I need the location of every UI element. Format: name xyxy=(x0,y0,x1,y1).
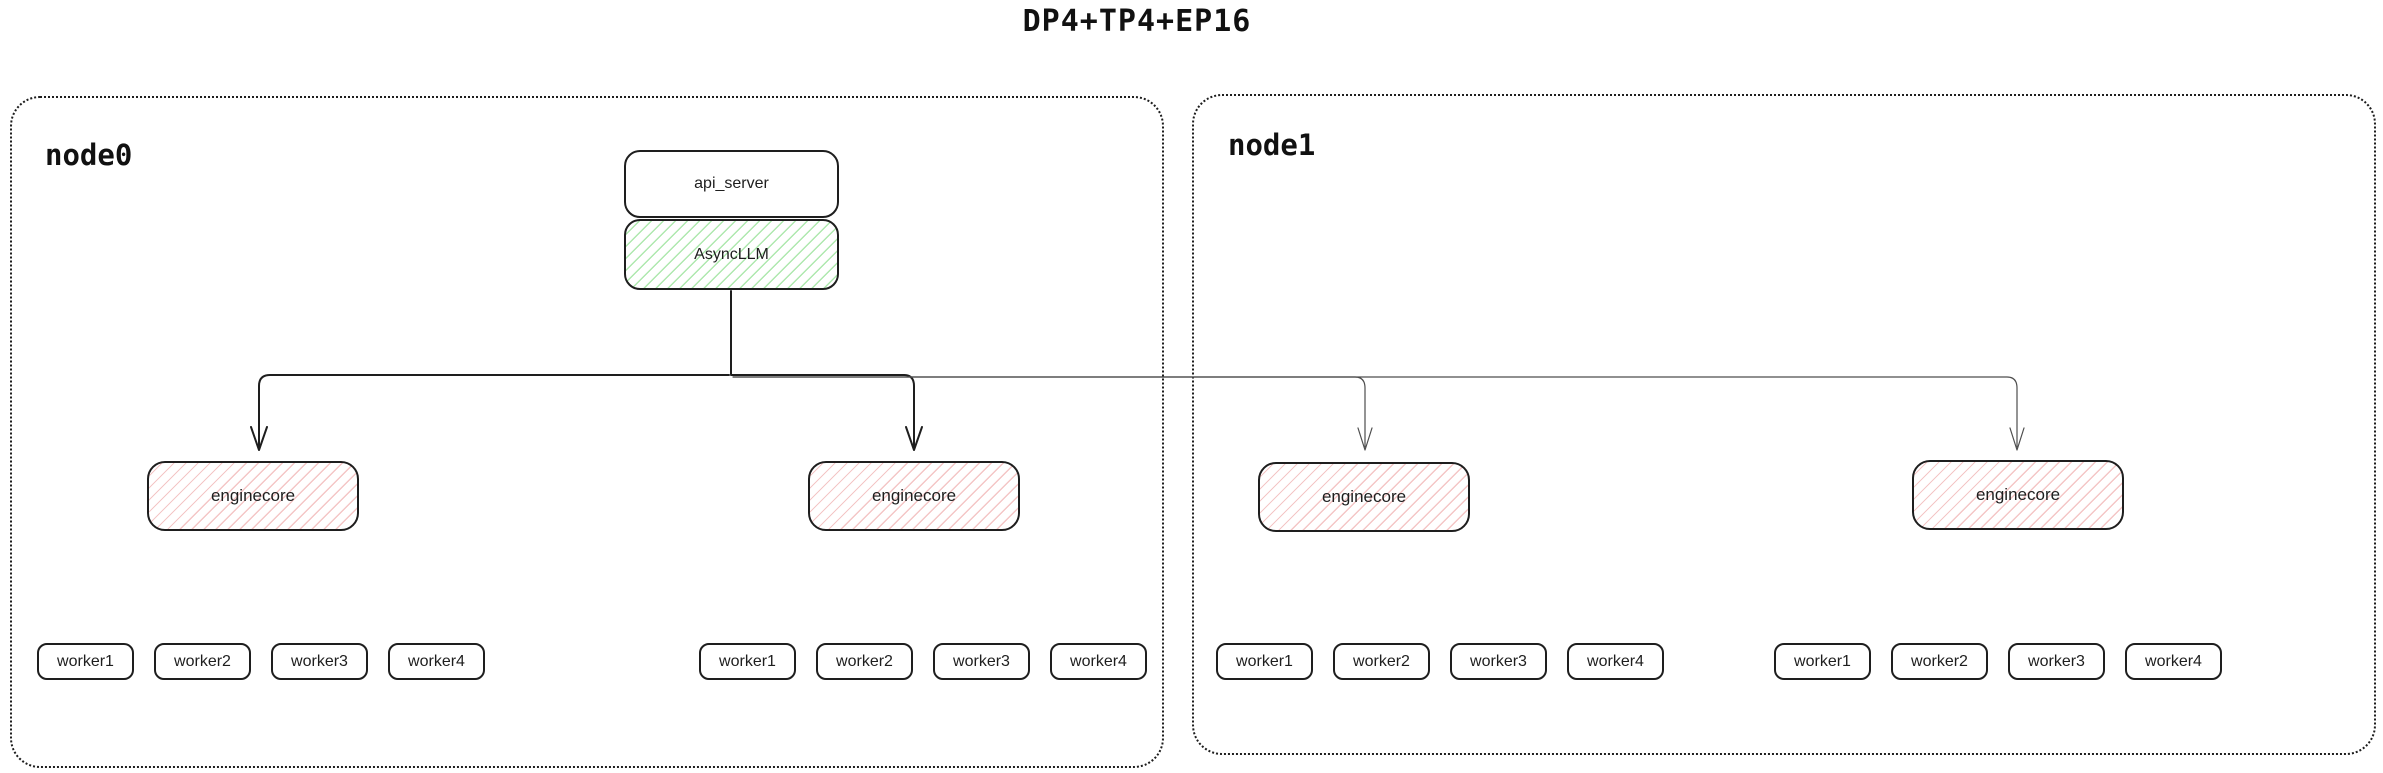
worker-label: worker1 xyxy=(1794,652,1851,670)
worker-box: worker3 xyxy=(271,643,368,680)
worker-label: worker3 xyxy=(291,652,348,670)
worker-label: worker3 xyxy=(1470,652,1527,670)
worker-box: worker3 xyxy=(2008,643,2105,680)
enginecore-box: enginecore xyxy=(1258,462,1470,532)
worker-label: worker1 xyxy=(719,652,776,670)
api-server-box: api_server xyxy=(624,150,839,218)
enginecore-label: enginecore xyxy=(871,486,957,505)
worker-box: worker4 xyxy=(388,643,485,680)
worker-box: worker2 xyxy=(1891,643,1988,680)
enginecore-box: enginecore xyxy=(808,461,1020,531)
worker-box: worker4 xyxy=(1050,643,1147,680)
enginecore-label: enginecore xyxy=(210,486,296,505)
worker-box: worker2 xyxy=(154,643,251,680)
worker-label: worker4 xyxy=(408,652,465,670)
enginecore-label: enginecore xyxy=(1975,485,2061,504)
worker-label: worker2 xyxy=(1911,652,1968,670)
worker-group-node1-ec1: worker1 worker2 worker3 worker4 xyxy=(1216,643,1664,680)
worker-label: worker3 xyxy=(953,652,1010,670)
worker-box: worker1 xyxy=(37,643,134,680)
worker-label: worker4 xyxy=(1070,652,1127,670)
worker-label: worker4 xyxy=(1587,652,1644,670)
worker-box: worker3 xyxy=(933,643,1030,680)
worker-box: worker3 xyxy=(1450,643,1547,680)
worker-box: worker4 xyxy=(1567,643,1664,680)
worker-label: worker2 xyxy=(1353,652,1410,670)
worker-box: worker1 xyxy=(699,643,796,680)
async-llm-label: AsyncLLM xyxy=(694,245,769,263)
worker-label: worker3 xyxy=(2028,652,2085,670)
worker-label: worker1 xyxy=(57,652,114,670)
worker-label: worker2 xyxy=(174,652,231,670)
enginecore-box: enginecore xyxy=(147,461,359,531)
worker-group-node0-ec1: worker1 worker2 worker3 worker4 xyxy=(37,643,485,680)
worker-box: worker1 xyxy=(1216,643,1313,680)
worker-box: worker1 xyxy=(1774,643,1871,680)
node0-label: node0 xyxy=(45,138,133,172)
worker-box: worker4 xyxy=(2125,643,2222,680)
diagram-title: DP4+TP4+EP16 xyxy=(1022,4,1252,39)
worker-box: worker2 xyxy=(816,643,913,680)
worker-group-node1-ec2: worker1 worker2 worker3 worker4 xyxy=(1774,643,2222,680)
enginecore-label: enginecore xyxy=(1321,487,1407,506)
worker-label: worker2 xyxy=(836,652,893,670)
worker-label: worker4 xyxy=(2145,652,2202,670)
worker-box: worker2 xyxy=(1333,643,1430,680)
enginecore-box: enginecore xyxy=(1912,460,2124,530)
api-server-label: api_server xyxy=(694,175,769,192)
worker-label: worker1 xyxy=(1236,652,1293,670)
node1-label: node1 xyxy=(1228,128,1316,162)
worker-group-node0-ec2: worker1 worker2 worker3 worker4 xyxy=(699,643,1147,680)
async-llm-box: AsyncLLM xyxy=(624,219,839,290)
